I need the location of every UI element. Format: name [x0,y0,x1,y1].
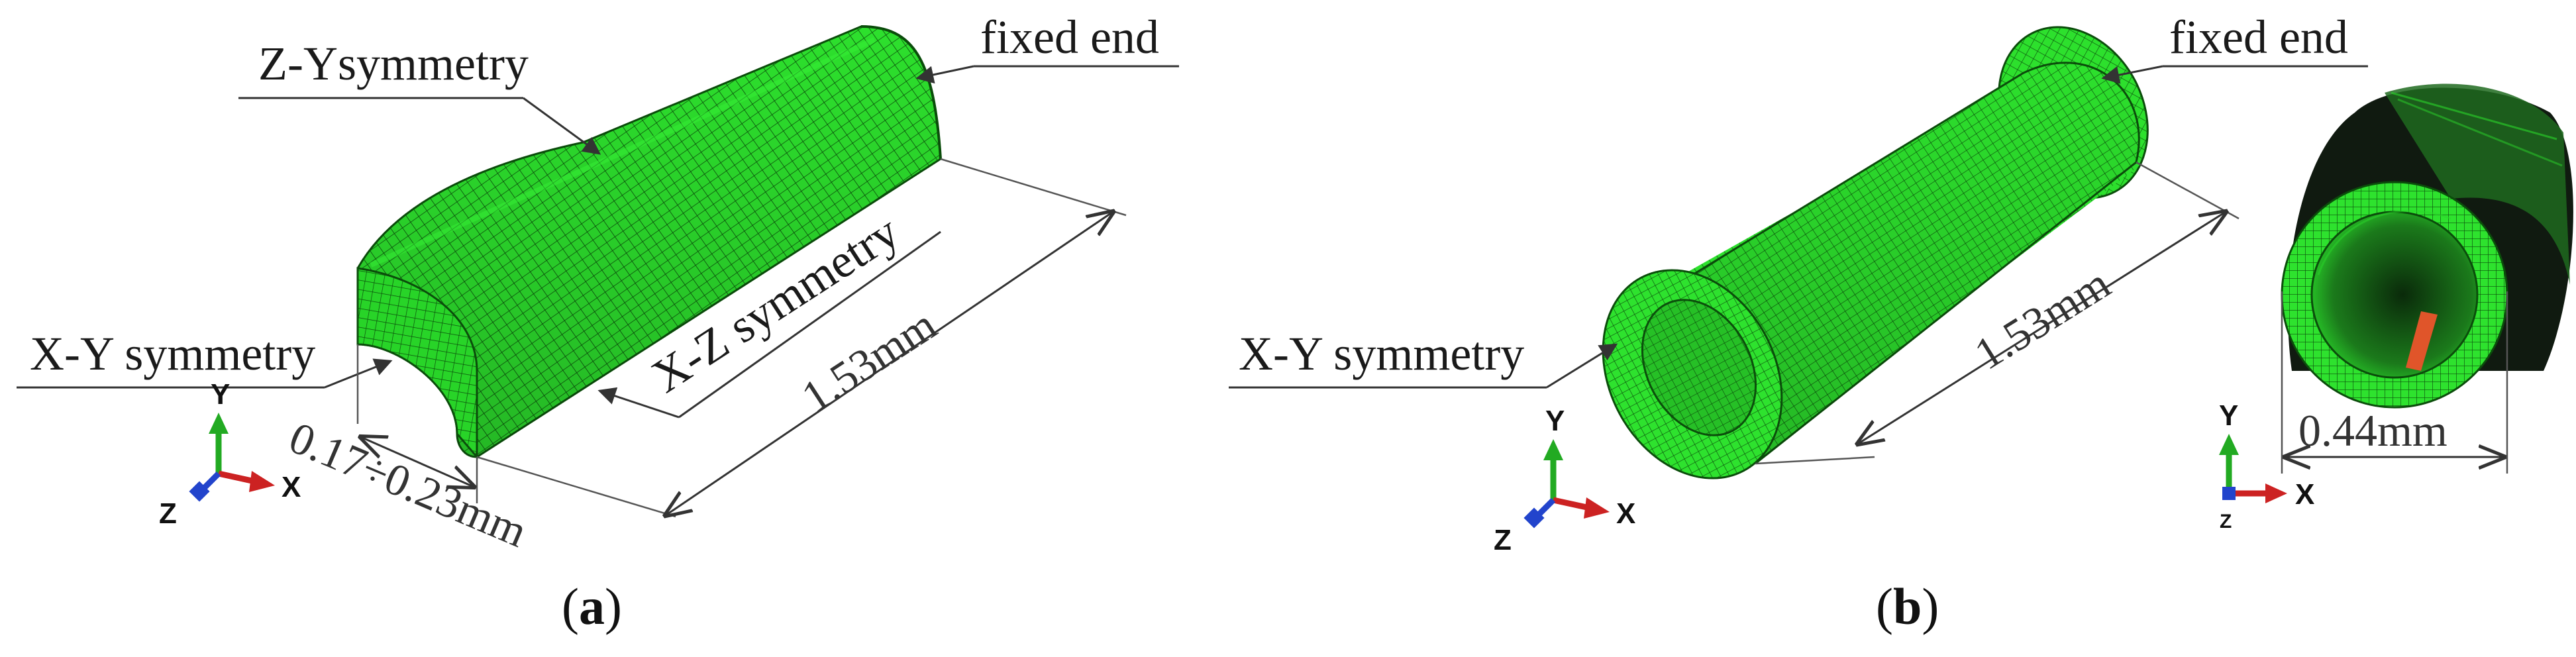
coordinate-triad-icon: Y X Z [159,378,301,530]
caption-b: (b) [1876,578,1939,635]
half-cylinder-mesh [356,25,942,460]
axis-y-label: Y [1545,405,1565,437]
length-dimension-line [666,212,1113,515]
length-a-label: 1.53mm [793,299,945,422]
length-b-dimension-line [1858,212,2226,444]
axis-z-label: Z [1494,524,1512,556]
front-axis-y-label: Y [2219,399,2238,432]
length-b-extension-1 [2136,161,2240,220]
front-axis-z-label: Z [2220,511,2232,532]
zy-symmetry-arrow [523,97,601,155]
axis-z-label: Z [159,497,177,530]
coordinate-triad-icon: Y X Z [2219,399,2314,532]
axis-x-label: X [1616,497,1635,530]
coordinate-triad-icon: Y X Z [1494,405,1635,556]
fixed-end-a-arrow [915,65,974,84]
fixed-end-a-label: fixed end [980,11,1159,64]
fixed-end-b-label: fixed end [2169,11,2348,64]
diameter-label: 0.44mm [2298,405,2447,456]
length-b-extension-2 [1755,456,1875,465]
zy-symmetry-label: Z-Ysymmetry [258,37,529,90]
xy-symmetry-a-label: X-Y symmetry [30,327,315,380]
panel-b: 1.53mm fixed end X-Y symmetry Y X Z [1229,11,2573,635]
front-axis-x-label: X [2295,478,2314,511]
length-extension-1 [940,158,1127,217]
thickness-dimension-line [361,437,474,487]
axis-x-label: X [282,471,301,503]
highlight-strip [2406,311,2438,371]
cylinder-mesh [1602,26,2149,480]
axis-y-label: Y [211,378,230,411]
length-extension-2 [476,456,676,518]
front-view-tube [2281,83,2573,409]
fixed-end-b-arrow [2101,65,2163,84]
panel-a: Z-Ysymmetry fixed end X-Y symmetry X-Z s… [17,11,1179,635]
xy-symmetry-b-arrow [1546,343,1618,389]
xy-symmetry-b-label: X-Y symmetry [1239,327,1524,380]
caption-a: (a) [562,578,622,635]
